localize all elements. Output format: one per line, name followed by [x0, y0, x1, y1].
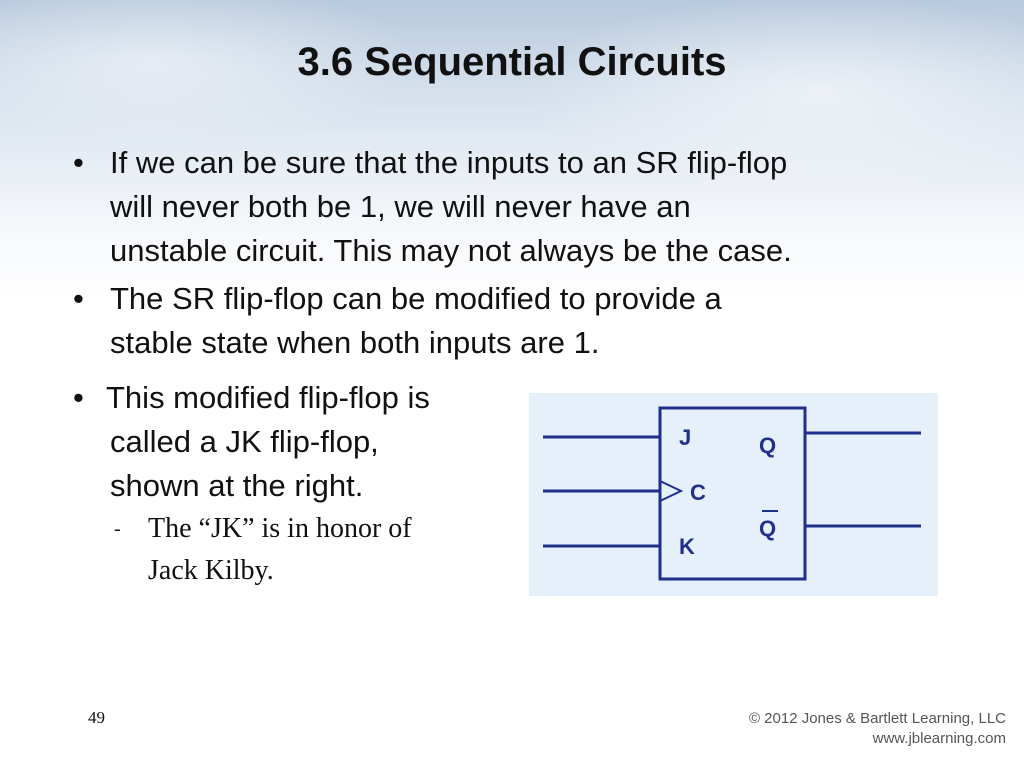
q-label: Q — [759, 433, 777, 458]
q-bar-label: Q — [759, 516, 777, 541]
sub-bullet-marker: - — [114, 518, 121, 540]
q-bar-overline — [762, 510, 778, 512]
bullet-3-line-2: called a JK flip-flop, — [110, 424, 379, 459]
bullet-1-line-2: will never both be 1, we will never have… — [110, 189, 691, 224]
jk-flip-flop-diagram: J C K Q Q — [529, 393, 938, 596]
flip-flop-body — [658, 406, 807, 581]
c-label: C — [690, 480, 706, 505]
page-number: 49 — [88, 708, 105, 727]
bullet-3: • This modified flip-flop is called a JK… — [73, 376, 430, 508]
copyright-notice: © 2012 Jones & Bartlett Learning, LLC ww… — [749, 709, 1006, 749]
jk-flip-flop-svg — [543, 406, 921, 581]
bullet-3-line-1: This modified flip-flop is — [106, 380, 430, 415]
bullet-2-line-1: The SR flip-flop can be modified to prov… — [110, 281, 722, 316]
publisher-url: www.jblearning.com — [872, 730, 1006, 747]
bullet-marker: • — [73, 145, 84, 180]
sub-bullet-line-2: Jack Kilby. — [148, 555, 274, 586]
bullet-2: • The SR flip-flop can be modified to pr… — [73, 277, 722, 365]
bullet-2-line-2: stable state when both inputs are 1. — [110, 325, 600, 360]
bullet-3-line-3: shown at the right. — [110, 468, 364, 503]
slide-title: 3.6 Sequential Circuits — [297, 40, 727, 84]
bullet-1-line-3: unstable circuit. This may not always be… — [110, 233, 792, 268]
bullet-marker: • — [73, 380, 84, 415]
bullet-1-line-1: If we can be sure that the inputs to an … — [110, 145, 788, 180]
bullet-marker: • — [73, 281, 84, 316]
j-label: J — [679, 425, 692, 450]
sub-bullet: - The “JK” is in honor of Jack Kilby. — [114, 508, 412, 592]
sub-bullet-line-1: The “JK” is in honor of — [148, 513, 412, 544]
copyright-line: © 2012 Jones & Bartlett Learning, LLC — [748, 710, 1006, 727]
clock-triangle-icon — [659, 480, 684, 502]
k-label: K — [679, 534, 695, 559]
bullet-1: • If we can be sure that the inputs to a… — [73, 141, 792, 273]
